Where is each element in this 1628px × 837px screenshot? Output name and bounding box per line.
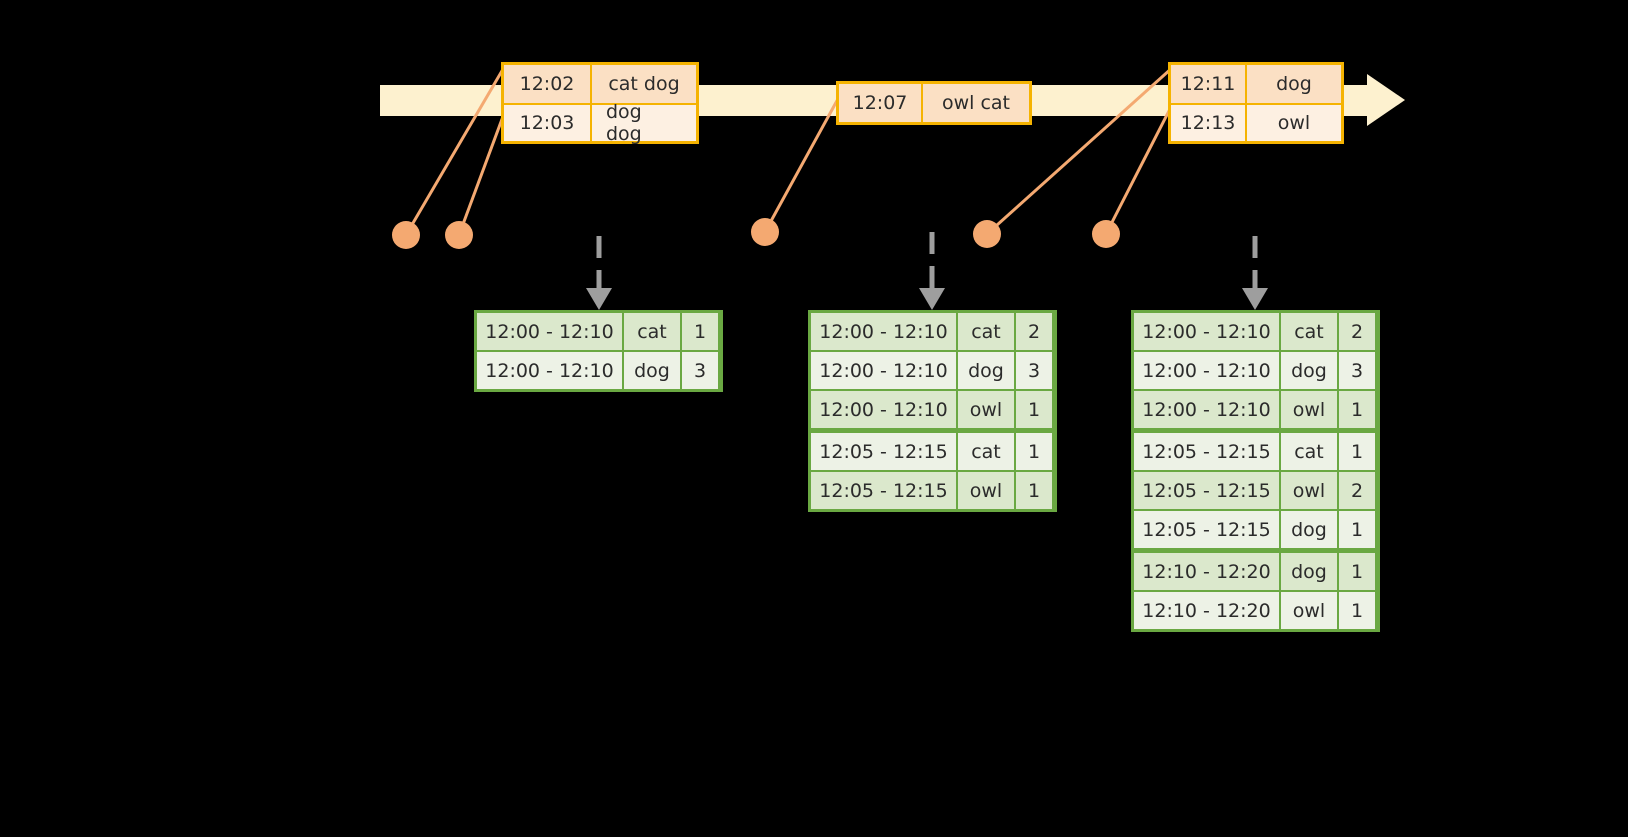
cell-count: 3 — [682, 352, 718, 389]
trigger-arrows — [596, 232, 1258, 288]
cell-count: 1 — [1339, 553, 1375, 590]
cell-key: owl — [958, 472, 1014, 509]
event-time: 12:03 — [504, 105, 590, 141]
event-row: 12:07 owl cat — [839, 84, 1029, 122]
cell-window: 12:10 - 12:20 — [1134, 553, 1279, 590]
cell-count: 3 — [1339, 352, 1375, 389]
cell-window: 12:00 - 12:10 — [811, 391, 956, 428]
cell-window: 12:05 - 12:15 — [1134, 433, 1279, 470]
cell-count: 2 — [1016, 313, 1052, 350]
down-arrow-2-head — [919, 288, 945, 310]
cell-window: 12:00 - 12:10 — [477, 352, 622, 389]
event-time: 12:11 — [1171, 65, 1245, 103]
event-row: 12:13 owl — [1171, 103, 1341, 141]
cell-count: 3 — [1016, 352, 1052, 389]
connector-line-5 — [1104, 104, 1174, 235]
cell-window: 12:05 - 12:15 — [1134, 511, 1279, 548]
timeline-arrowhead-icon — [1367, 74, 1405, 126]
cell-key: cat — [1281, 433, 1337, 470]
cell-key: owl — [958, 391, 1014, 428]
connector-dot-1 — [392, 221, 420, 249]
event-words: cat dog — [590, 65, 696, 103]
cell-key: owl — [1281, 391, 1337, 428]
event-time: 12:07 — [839, 84, 921, 122]
connector-dot-4 — [973, 220, 1001, 248]
cell-window: 12:00 - 12:10 — [811, 313, 956, 350]
connector-dots — [392, 218, 1120, 249]
cell-key: dog — [624, 352, 680, 389]
cell-key: owl — [1281, 592, 1337, 629]
event-box-1[interactable]: 12:02 cat dog 12:03 dog dog — [501, 62, 699, 145]
cell-count: 1 — [1016, 433, 1052, 470]
event-words: owl cat — [921, 84, 1029, 122]
event-box-3[interactable]: 12:11 dog 12:13 owl — [1168, 62, 1344, 144]
event-words: owl — [1245, 105, 1341, 141]
event-row: 12:03 dog dog — [504, 101, 696, 145]
event-row: 12:02 cat dog — [504, 65, 696, 103]
event-words: dog — [1245, 65, 1341, 103]
cell-count: 1 — [1339, 433, 1375, 470]
connector-dot-5 — [1092, 220, 1120, 248]
cell-count: 2 — [1339, 472, 1375, 509]
event-words: dog dog — [590, 101, 696, 145]
cell-key: dog — [1281, 511, 1337, 548]
cell-window: 12:00 - 12:10 — [477, 313, 622, 350]
connector-dot-3 — [751, 218, 779, 246]
cell-window: 12:00 - 12:10 — [1134, 352, 1279, 389]
cell-key: cat — [624, 313, 680, 350]
cell-count: 1 — [1339, 592, 1375, 629]
cell-window: 12:05 - 12:15 — [811, 472, 956, 509]
cell-key: cat — [958, 433, 1014, 470]
cell-count: 1 — [682, 313, 718, 350]
event-time: 12:02 — [504, 65, 590, 103]
event-row: 12:11 dog — [1171, 65, 1341, 103]
cell-window: 12:00 - 12:10 — [811, 352, 956, 389]
cell-count: 1 — [1339, 391, 1375, 428]
cell-count: 2 — [1339, 313, 1375, 350]
cell-key: cat — [1281, 313, 1337, 350]
cell-key: dog — [958, 352, 1014, 389]
cell-count: 1 — [1339, 511, 1375, 548]
down-arrow-1-head — [586, 288, 612, 310]
cell-window: 12:05 - 12:15 — [1134, 472, 1279, 509]
cell-key: owl — [1281, 472, 1337, 509]
cell-key: dog — [1281, 352, 1337, 389]
cell-key: cat — [958, 313, 1014, 350]
cell-count: 1 — [1016, 391, 1052, 428]
connector-line-3 — [763, 96, 841, 233]
cell-window: 12:00 - 12:10 — [1134, 391, 1279, 428]
cell-window: 12:05 - 12:15 — [811, 433, 956, 470]
cell-window: 12:10 - 12:20 — [1134, 592, 1279, 629]
event-time: 12:13 — [1171, 105, 1245, 141]
down-arrow-3-head — [1242, 288, 1268, 310]
cell-window: 12:00 - 12:10 — [1134, 313, 1279, 350]
cell-key: dog — [1281, 553, 1337, 590]
connector-dot-2 — [445, 221, 473, 249]
cell-count: 1 — [1016, 472, 1052, 509]
event-box-2[interactable]: 12:07 owl cat — [836, 81, 1032, 125]
trigger-arrowheads — [586, 288, 1268, 310]
